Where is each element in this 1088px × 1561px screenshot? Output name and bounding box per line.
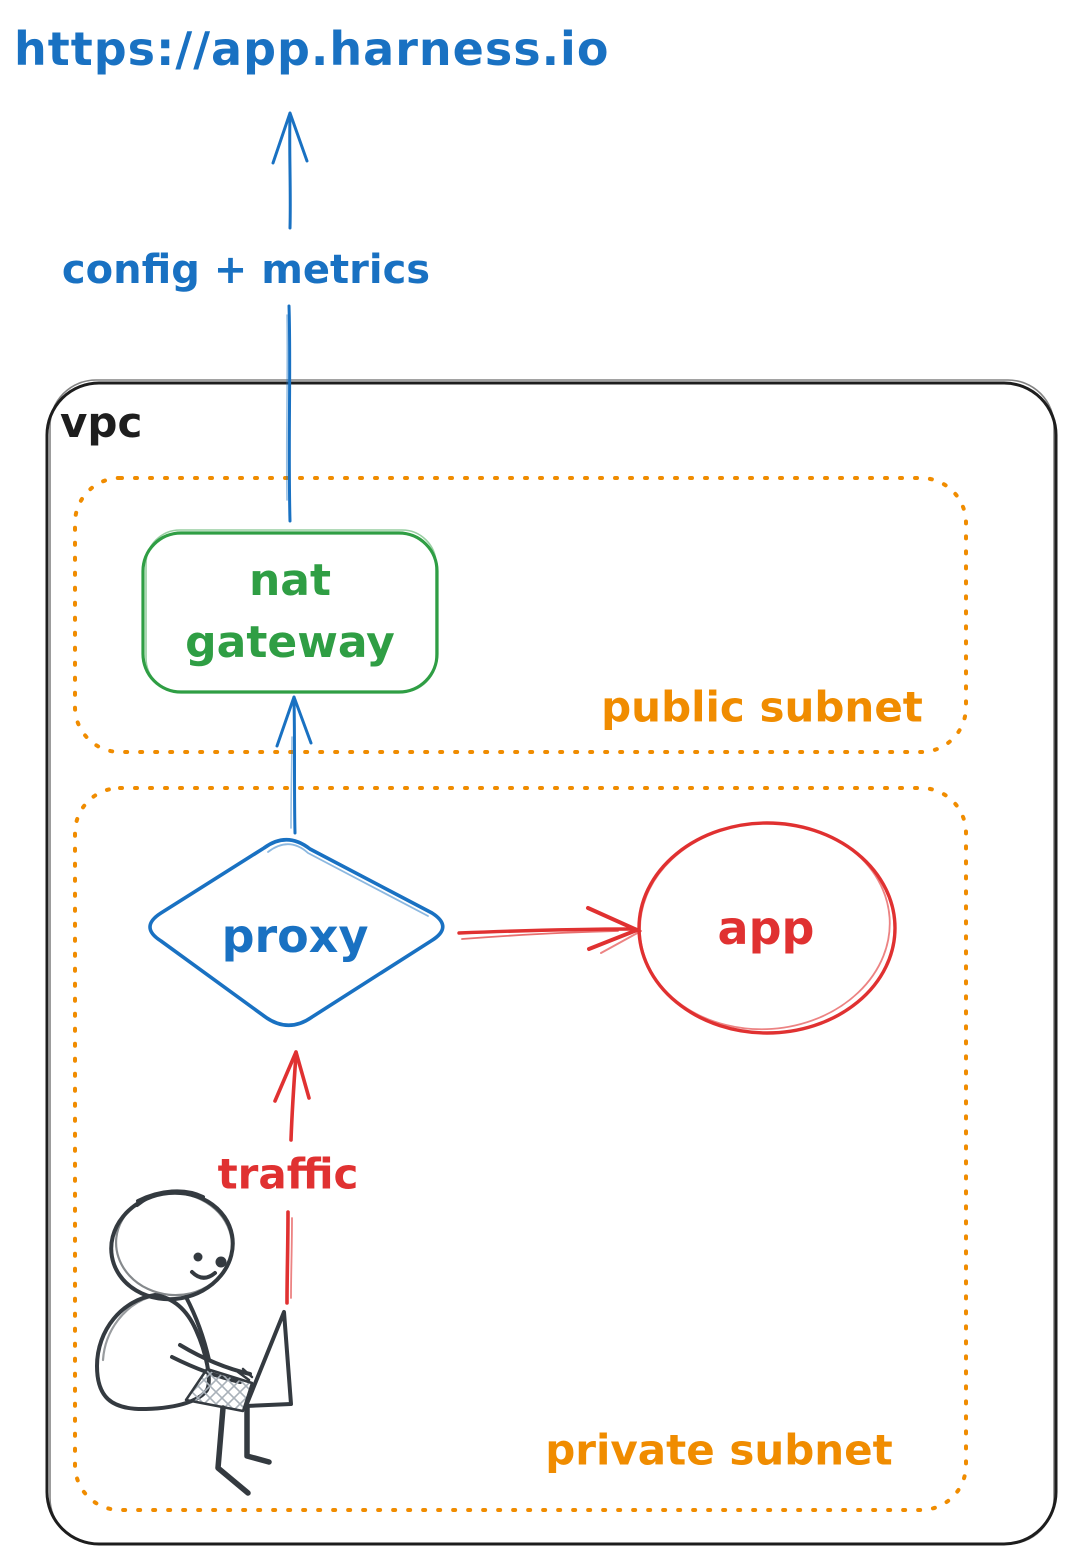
nat-gateway-box: [141, 529, 439, 694]
traffic-label: traffic: [217, 1149, 359, 1199]
traffic-arrow: [273, 1050, 311, 1305]
person-eye: [193, 1252, 203, 1262]
config-metrics-label: config + metrics: [61, 247, 431, 293]
nat-gateway-label: nat gateway: [185, 550, 395, 674]
app-label: app: [717, 901, 815, 955]
vpc-box: [45, 379, 1058, 1546]
public-subnet-label: public subnet: [601, 682, 923, 732]
public-subnet-box: [73, 476, 968, 754]
person-illustration: [95, 1189, 293, 1496]
nat-gateway-label-line1: nat: [248, 555, 332, 606]
proxy-to-app-arrow: [457, 906, 642, 954]
person-eye: [215, 1256, 227, 1268]
vpc-label: vpc: [60, 398, 143, 447]
config-metrics-arrow: [271, 111, 309, 523]
proxy-to-nat-arrow: [275, 695, 313, 835]
harness-url-label: https://app.harness.io: [14, 22, 610, 76]
proxy-diamond: [148, 837, 445, 1028]
nat-gateway-label-line2: gateway: [185, 617, 395, 668]
proxy-label: proxy: [221, 909, 369, 963]
private-subnet-box: [73, 786, 968, 1512]
app-circle: [637, 821, 897, 1035]
laptop-icon: [184, 1310, 293, 1413]
private-subnet-label: private subnet: [545, 1425, 893, 1475]
